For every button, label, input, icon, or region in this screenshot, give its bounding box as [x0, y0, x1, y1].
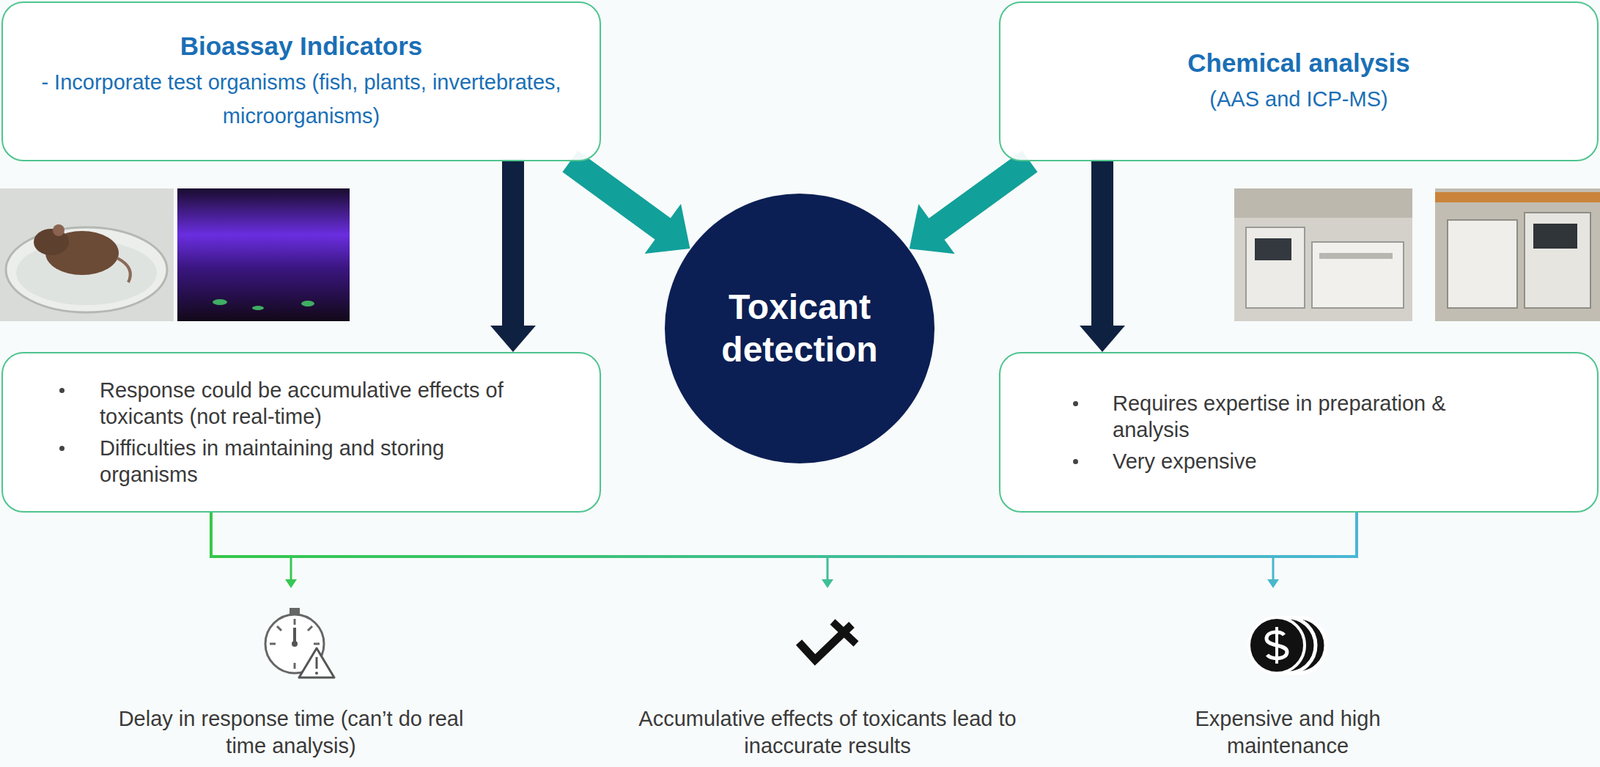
mouse-ear	[52, 224, 65, 237]
coin-front	[1248, 617, 1305, 673]
block-arrow	[570, 161, 690, 254]
bullet-text: Response could be accumulative effects o…	[99, 376, 525, 430]
node-content: Response could be accumulative effects o…	[2, 371, 600, 493]
bracket-arrowhead	[1267, 579, 1279, 588]
bullet-dot	[1073, 458, 1079, 464]
block-arrow	[490, 161, 536, 352]
instrument-screen	[1254, 238, 1292, 261]
bracket-arrowhead	[285, 579, 297, 588]
circle-fill	[664, 193, 935, 464]
bullet-text: Requires expertise in preparation & anal…	[1112, 389, 1524, 443]
stopwatch-hub	[291, 640, 298, 647]
instrument	[1311, 241, 1404, 308]
lab-shelf	[1435, 192, 1600, 203]
goal-circle: Toxicant detection	[664, 192, 936, 464]
node-content: Requires expertise in preparation & anal…	[1000, 384, 1598, 480]
bullet-item: Response could be accumulative effects o…	[2, 376, 600, 430]
label-slot: Expensive and high maintenance	[1177, 705, 1398, 760]
arrow-head	[644, 203, 691, 254]
bracket-arrowhead	[821, 579, 834, 588]
arrow-head	[909, 203, 956, 254]
block-arrow	[1079, 161, 1126, 352]
arrow-shaft	[502, 161, 525, 327]
warning-dot	[315, 671, 319, 675]
instrument-screen	[1533, 223, 1578, 249]
mouse-tail	[117, 257, 131, 283]
grouping-bracket	[211, 512, 1357, 557]
node-content: Chemical analysis(AAS and ICP-MS)	[1000, 46, 1598, 116]
drawback-box: Response could be accumulative effects o…	[1, 351, 602, 513]
box-title: Chemical analysis	[1029, 46, 1568, 80]
bracket-drop	[1272, 556, 1275, 581]
photo-background	[0, 188, 174, 322]
arrow-head	[1079, 325, 1126, 352]
cross-stroke	[832, 621, 857, 644]
arrow-shaft	[935, 161, 1030, 230]
instrument-panel	[1319, 252, 1393, 259]
warning-mark	[315, 656, 319, 669]
dollar-stroke	[1275, 626, 1279, 664]
arrow-shaft	[570, 161, 664, 230]
green-organism	[212, 299, 228, 305]
lab-photo-background	[1234, 188, 1413, 322]
petri-dish	[5, 227, 168, 313]
method-box: Bioassay Indicators- Incorporate test or…	[1, 1, 602, 162]
instrument	[1245, 227, 1305, 308]
green-organism	[301, 300, 315, 307]
fluorescence-photo	[177, 188, 350, 322]
arrow-head	[490, 325, 536, 352]
consequence-label: Expensive and high maintenance	[1177, 705, 1398, 760]
bullet-text: Difficulties in maintaining and storing …	[99, 434, 525, 488]
drawback-box: Requires expertise in preparation & anal…	[998, 351, 1599, 513]
bullet-dot	[59, 445, 65, 451]
box-subtitle: - Incorporate test organisms (fish, plan…	[32, 65, 571, 133]
consequence-label: Accumulative effects of toxicants lead t…	[611, 705, 1044, 760]
label-slot: Accumulative effects of toxicants lead t…	[611, 705, 1044, 760]
label-slot: Delay in response time (can’t do real ti…	[115, 705, 467, 760]
node-content: Toxicant detection	[693, 285, 906, 371]
bracket-drop	[826, 556, 829, 581]
arrow-shaft	[1091, 161, 1114, 327]
bracket-drop	[290, 556, 293, 581]
bullet-dot	[59, 387, 65, 393]
instrument	[1524, 212, 1591, 308]
block-arrow	[909, 161, 1030, 254]
box-subtitle: (AAS and ICP-MS)	[1029, 82, 1568, 116]
node-content: Bioassay Indicators- Incorporate test or…	[2, 30, 600, 133]
stopwatch-button	[289, 607, 300, 615]
consequence-label: Delay in response time (can’t do real ti…	[115, 705, 467, 760]
bullet-item: Requires expertise in preparation & anal…	[1000, 389, 1598, 443]
green-organism	[252, 305, 264, 311]
bullet-text: Very expensive	[1112, 447, 1524, 475]
bullet-item: Difficulties in maintaining and storing …	[2, 434, 600, 488]
bullet-dot	[1073, 400, 1079, 407]
warning-triangle	[299, 647, 335, 678]
bullet-item: Very expensive	[1000, 447, 1598, 475]
box-title: Bioassay Indicators	[32, 30, 571, 63]
circle-label: Toxicant detection	[693, 285, 906, 371]
method-box: Chemical analysis(AAS and ICP-MS)	[998, 1, 1599, 162]
instrument	[1447, 219, 1518, 308]
lab-photo-background	[1435, 188, 1600, 322]
lab-wall	[1234, 188, 1413, 218]
circle-outline	[664, 192, 936, 464]
